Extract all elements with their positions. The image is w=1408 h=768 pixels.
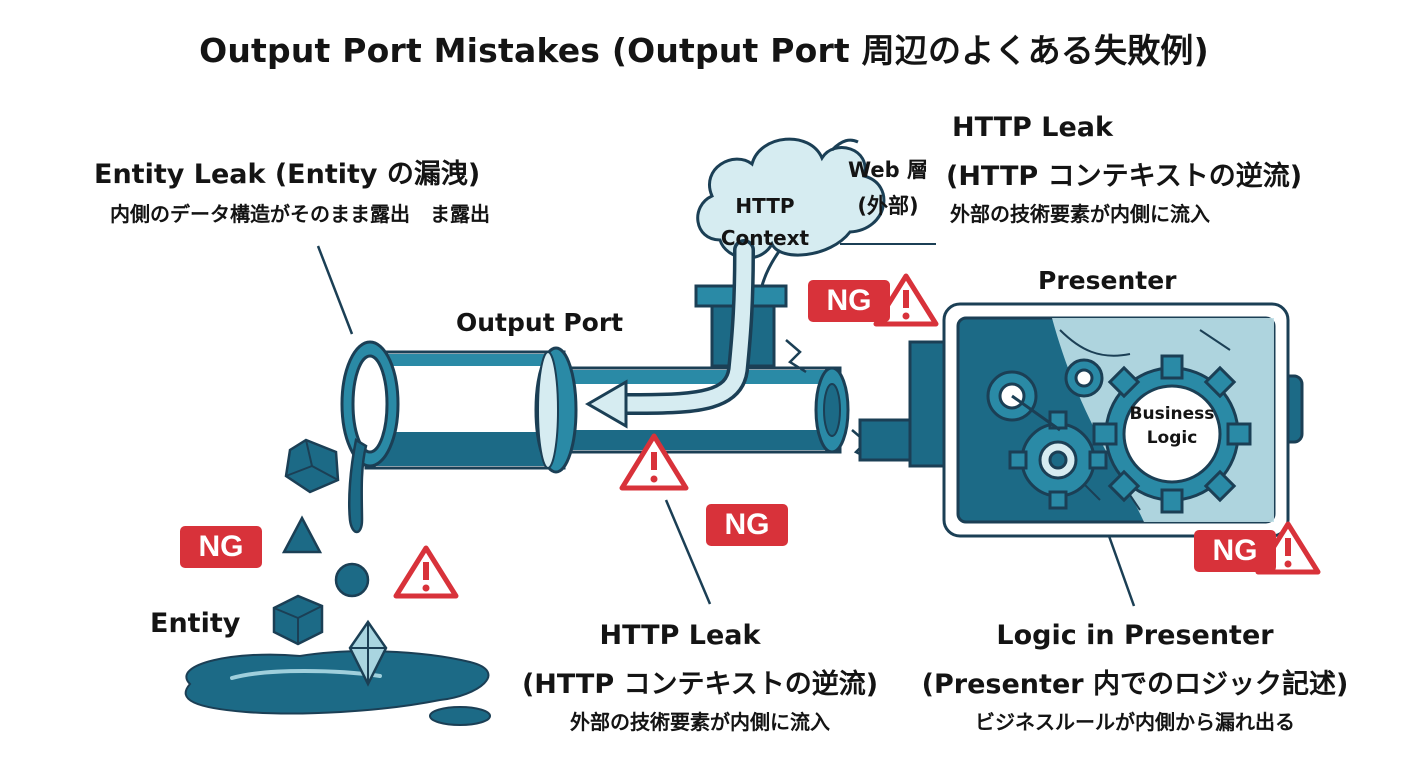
logic-in-presenter-description: ビジネスルールが内側から漏れ出る — [975, 710, 1295, 734]
http-leak-bottom-heading: HTTP Leak — [599, 620, 761, 651]
business-logic-label-2: Logic — [1146, 428, 1198, 448]
backflow-arrow — [585, 239, 755, 429]
http-leak-leader-line — [664, 499, 712, 605]
http-leak-top-description: 外部の技術要素が内側に流入 — [950, 202, 1210, 226]
http-leak-top-subheading: (HTTP コンテキストの逆流) — [946, 161, 1303, 192]
logic-in-presenter-subheading: (Presenter 内でのロジック記述) — [921, 669, 1349, 700]
entity-leak-heading: Entity Leak (Entity の漏洩) — [94, 159, 481, 190]
crack-mark — [785, 339, 807, 374]
web-layer-label: Web 層 — [847, 158, 928, 182]
leak-puddle — [184, 650, 491, 726]
ng-badge: NG — [1194, 530, 1276, 572]
business-logic-label: Business — [1129, 404, 1215, 424]
warning-icon — [619, 433, 689, 491]
entity-leak-leader-line — [316, 245, 354, 335]
presenter-machine — [908, 302, 1304, 538]
ng-badge: NG — [706, 504, 788, 546]
output-port-pipe — [340, 340, 578, 534]
output-port-label: Output Port — [456, 308, 624, 337]
http-context-label: HTTP — [735, 194, 795, 218]
entity-leak-description: 内側のデータ構造がそのまま露出 ま露出 — [110, 202, 490, 226]
web-layer-sub-label: (外部) — [857, 194, 919, 218]
http-context-cloud — [696, 137, 886, 297]
http-leak-bottom-subheading: (HTTP コンテキストの逆流) — [521, 669, 879, 700]
presenter-label: Presenter — [1038, 266, 1177, 295]
http-context-label-2: Context — [720, 226, 810, 250]
entity-label: Entity — [150, 608, 241, 639]
logic-in-presenter-heading: Logic in Presenter — [996, 620, 1274, 651]
warning-icon — [873, 273, 939, 327]
http-leak-top-heading: HTTP Leak — [952, 112, 1113, 143]
ng-badge: NG — [180, 526, 262, 568]
warning-icon — [393, 545, 459, 599]
entity-shapes — [272, 438, 388, 687]
ng-badge: NG — [808, 280, 890, 322]
diagram-title: Output Port Mistakes (Output Port 周辺のよくあ… — [199, 31, 1209, 70]
http-leak-bottom-description: 外部の技術要素が内側に流入 — [570, 710, 830, 734]
